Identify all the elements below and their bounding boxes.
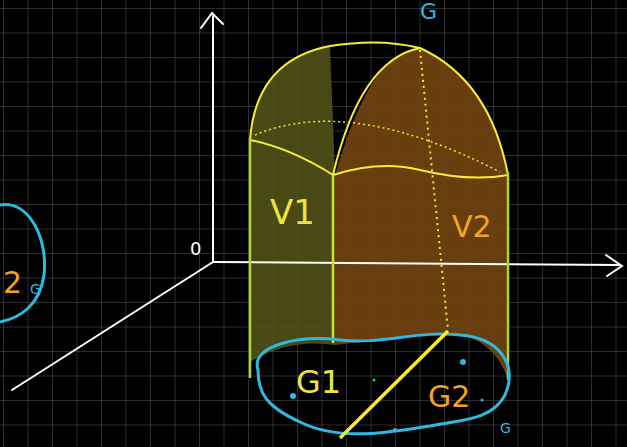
base-region [257,334,509,434]
region-letter: G [420,1,437,23]
top-surface [250,42,508,330]
origin-label: 0 [190,240,201,258]
region-dots [290,359,484,432]
region-label: G1 [296,366,341,398]
region-letter: G [500,421,511,435]
region-label: 2 [3,268,22,298]
partial-region [0,205,45,322]
region-label: G2 [428,382,470,412]
region-letter: G [30,282,41,296]
cylinder-side [250,138,508,380]
volume-label: V2 [452,212,492,242]
axes [12,13,622,390]
volume-label: V1 [270,195,315,229]
